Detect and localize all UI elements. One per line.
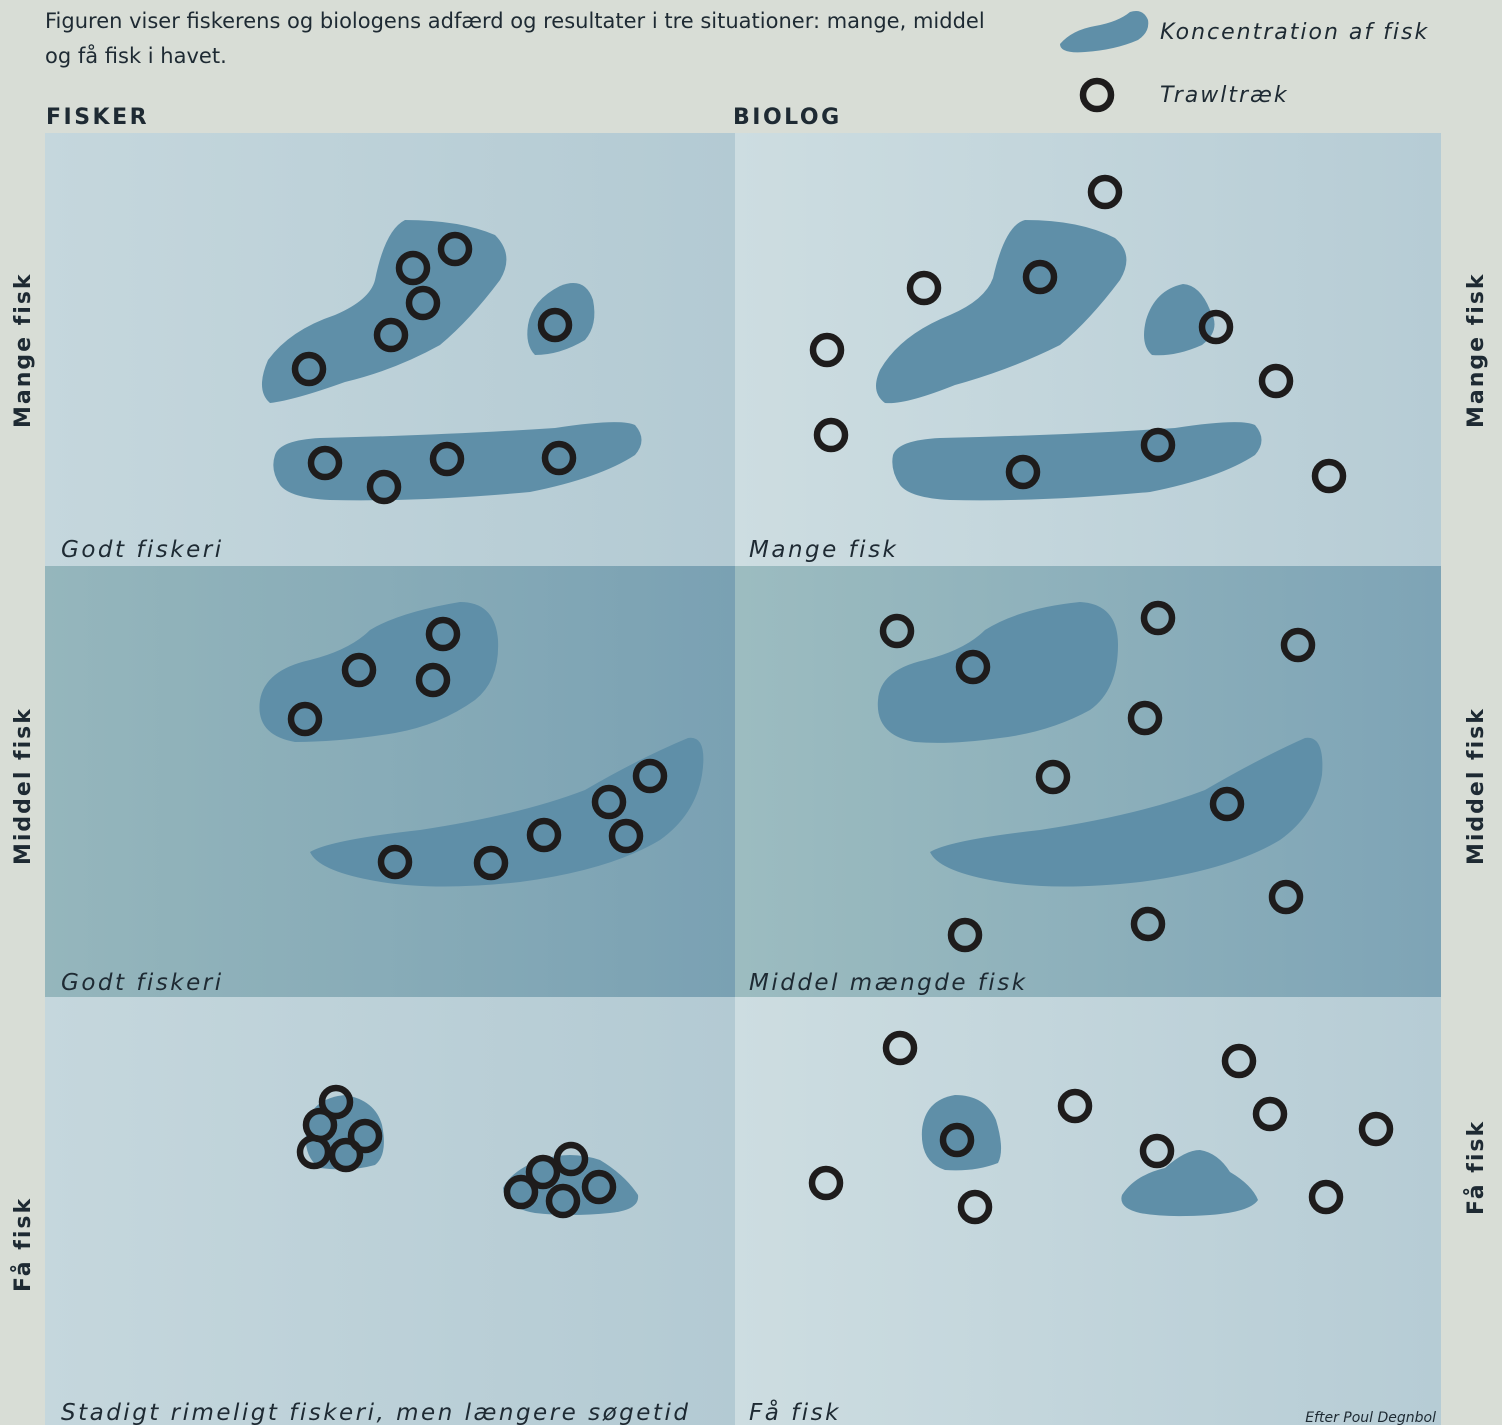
- row-label-left-faa: Få fisk: [10, 1197, 36, 1292]
- intro-line-1: Figuren viser fiskerens og biologens adf…: [45, 9, 985, 33]
- column-header-biolog: BIOLOG: [733, 105, 842, 130]
- panel-fisker-faa: [45, 997, 735, 1425]
- legend: Koncentration af fisk Trawltræk: [1060, 11, 1429, 109]
- caption-biolog-faa: Få fisk: [749, 1398, 841, 1425]
- caption-fisker-faa: Stadigt rimeligt fiskeri, men længere sø…: [61, 1400, 690, 1425]
- caption-biolog-mange: Mange fisk: [749, 537, 898, 563]
- row-label-right-faa: Få fisk: [1463, 1120, 1489, 1215]
- legend-fish-label: Koncentration af fisk: [1160, 20, 1429, 45]
- row-label-right-mange: Mange fisk: [1464, 272, 1489, 428]
- column-header-fisker: FISKER: [46, 105, 149, 130]
- caption-fisker-mange: Godt fiskeri: [61, 537, 224, 563]
- credit: Efter Poul Degnbol: [1305, 1410, 1436, 1425]
- row-label-right-middel: Middel fisk: [1464, 707, 1489, 865]
- caption-fisker-middel: Godt fiskeri: [61, 970, 224, 996]
- row-label-left-mange: Mange fisk: [11, 272, 36, 428]
- legend-fish-shape: [1060, 11, 1148, 52]
- intro-line-2: og få fisk i havet.: [45, 43, 227, 68]
- legend-trawl-label: Trawltræk: [1160, 83, 1289, 108]
- legend-trawl-icon: [1083, 81, 1111, 109]
- caption-biolog-middel: Middel mængde fisk: [749, 970, 1028, 996]
- row-label-left-middel: Middel fisk: [11, 707, 36, 865]
